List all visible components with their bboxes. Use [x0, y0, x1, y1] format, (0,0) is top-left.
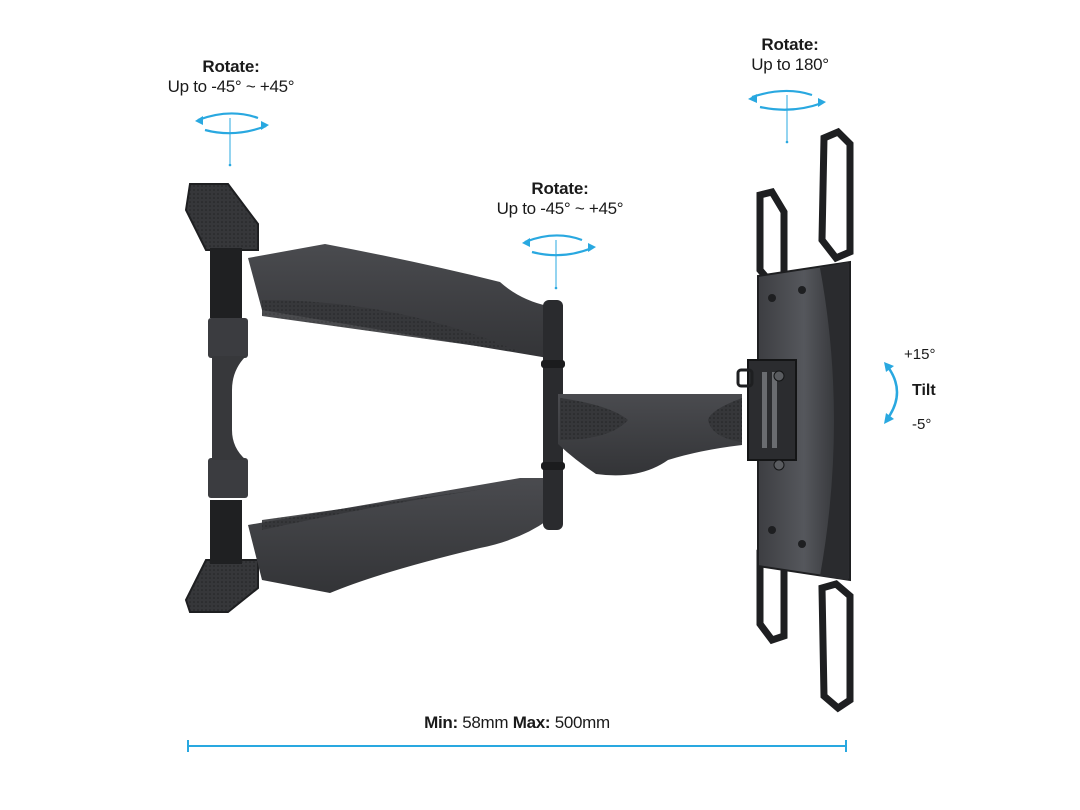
dimension-line — [187, 740, 847, 752]
rotate-left-annotation: Rotate: Up to -45° ~ +45° — [150, 57, 312, 96]
pivot-post — [543, 300, 563, 530]
rotate-arrows-icon — [522, 234, 596, 290]
rotate-arrows-icon — [195, 112, 269, 167]
tilt-title: Tilt — [912, 382, 936, 399]
rotate-left-value: Up to -45° ~ +45° — [167, 76, 295, 96]
wall-plate — [184, 183, 259, 613]
lower-arm — [248, 478, 548, 593]
rotate-middle-value: Up to -45° ~ +45° — [496, 198, 624, 218]
max-value: 500mm — [554, 713, 610, 732]
tilt-down-value: -5° — [912, 416, 932, 433]
rotate-right-annotation: Rotate: Up to 180° — [720, 35, 860, 74]
rotate-left-title: Rotate: — [202, 57, 260, 76]
min-value: 58mm — [462, 713, 509, 732]
min-label: Min: — [424, 713, 458, 732]
rotate-right-title: Rotate: — [761, 35, 819, 54]
tilt-up-value: +15° — [904, 346, 936, 363]
tv-bracket — [736, 127, 854, 713]
upper-arm — [248, 244, 548, 358]
rotate-arrows-icon — [748, 89, 826, 144]
rotate-middle-annotation: Rotate: Up to -45° ~ +45° — [480, 179, 640, 218]
rotate-middle-title: Rotate: — [531, 179, 589, 198]
extension-range: Min: 58mm Max: 500mm — [188, 713, 846, 733]
rotate-right-value: Up to 180° — [751, 54, 829, 74]
tilt-arc-arrow-icon — [884, 362, 899, 424]
max-label: Max: — [512, 713, 551, 732]
